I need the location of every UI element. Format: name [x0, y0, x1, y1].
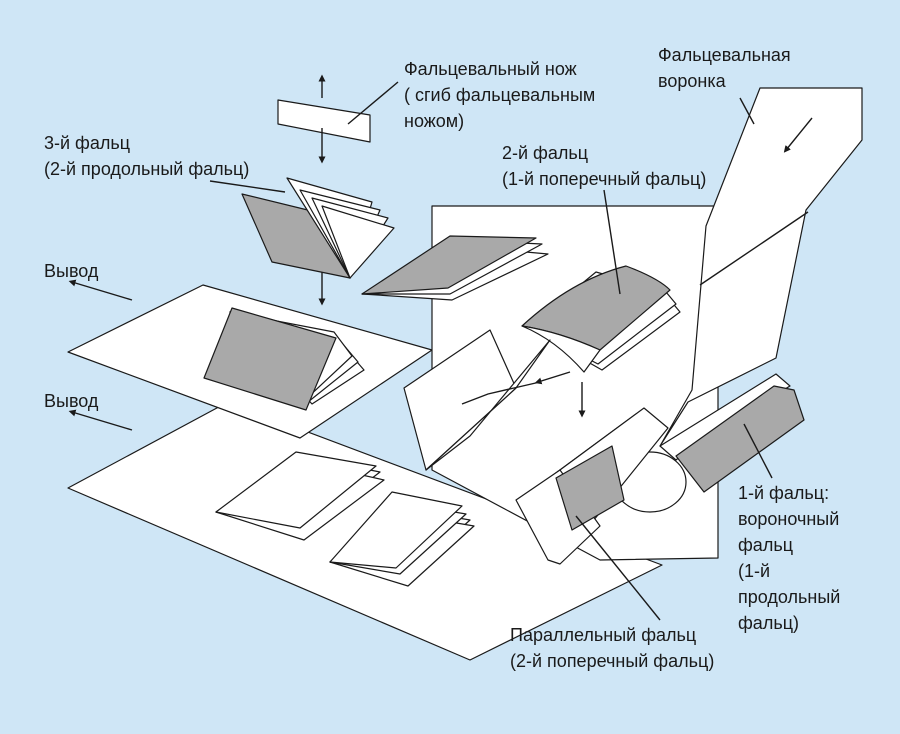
former-leader [739, 97, 755, 125]
stacked-signature-cover [203, 307, 337, 411]
fold1-label: 1-й фальц: вороночный фальц (1-й продоль… [738, 483, 841, 633]
fold1-leader [743, 423, 773, 479]
knife-leader [347, 81, 399, 125]
fold3-signature-page [321, 205, 395, 279]
open-signature-fold-line [461, 381, 541, 405]
former-edge [699, 211, 809, 286]
fold3-leader [209, 180, 286, 193]
parallel-fold-front [515, 469, 601, 565]
former-funnel [659, 87, 863, 447]
output-signature-page [329, 491, 463, 569]
folding-knife-label: Фальцевальный нож ( сгиб фальцевальным н… [404, 59, 596, 131]
output-arrow-top [68, 279, 133, 301]
parallel-fold-label: Параллельный фальц (2-й поперечный фальц… [510, 625, 715, 671]
former-roller-body [675, 385, 805, 493]
fold2-signature-cover [361, 235, 537, 295]
output-label-top: Вывод [44, 261, 99, 281]
former-label: Фальцевальная воронка [658, 45, 791, 91]
folding-knife [277, 99, 371, 143]
parallel-fold-cover [555, 445, 625, 531]
parallel-leader [575, 515, 661, 621]
fold2-arrow-left [534, 371, 571, 385]
output-label-bottom: Вывод [44, 391, 99, 411]
fold2-leader [603, 189, 621, 295]
output-signature-page [215, 451, 377, 529]
open-signature-right [425, 339, 551, 471]
output-arrow-bottom [68, 409, 133, 431]
fold2-curved-underside [521, 325, 601, 373]
fold3-label: 3-й фальц (2-й продольный фальц) [44, 133, 250, 179]
former-arrow [783, 117, 813, 153]
fold2-label: 2-й фальц (1-й поперечный фальц) [502, 143, 707, 189]
